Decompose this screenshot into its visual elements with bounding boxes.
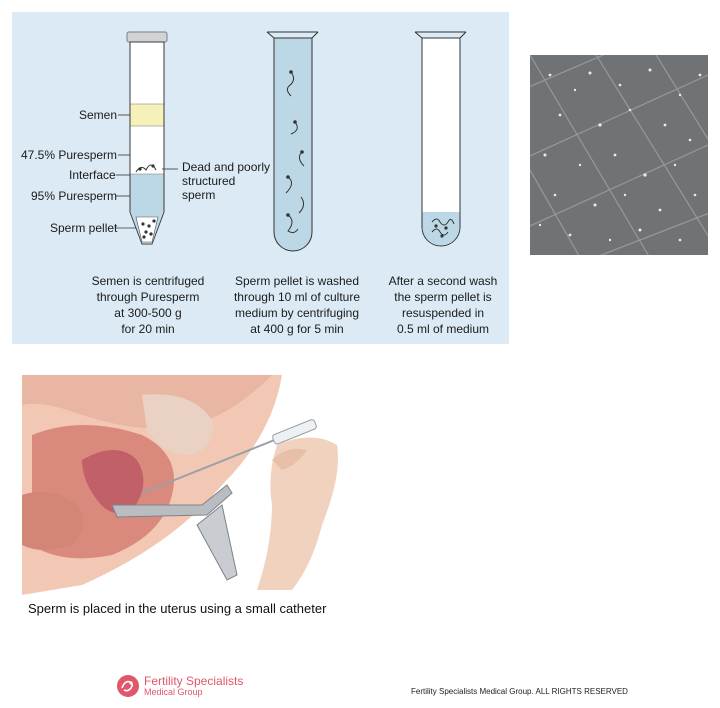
logo-title: Fertility Specialists [144, 674, 244, 688]
logo-subtitle: Medical Group [144, 687, 203, 697]
step-caption-2: Sperm pellet is washed through 10 ml of … [233, 274, 361, 336]
fertility-specialists-logo: Fertility Specialists Medical Group [116, 672, 256, 702]
culture-tube-3 [414, 31, 467, 247]
label-semen: Semen [79, 108, 118, 122]
sperm-wash-diagram: Semen 47.5% Puresperm Interface 95% Pure… [12, 12, 509, 344]
label-puresperm-95: 95% Puresperm [31, 189, 118, 203]
step-caption-3: After a second wash the sperm pellet is … [388, 274, 498, 336]
centrifuge-tube-1 [116, 31, 178, 245]
culture-tube-2 [266, 31, 319, 252]
label-puresperm-47: 47.5% Puresperm [21, 148, 118, 162]
step-caption-1: Semen is centrifuged through Puresperm a… [91, 274, 205, 336]
illustration-caption: Sperm is placed in the uterus using a sm… [28, 601, 327, 616]
label-dead-sperm: Dead and poorly structured sperm [182, 160, 271, 202]
insemination-illustration [22, 375, 352, 595]
copyright-notice: Fertility Specialists Medical Group. ALL… [411, 687, 628, 696]
tubes-drawing [116, 31, 467, 252]
label-interface: Interface [69, 168, 116, 182]
sperm-microscope-image [530, 55, 708, 255]
label-sperm-pellet: Sperm pellet [50, 221, 118, 235]
logo-icon [117, 675, 139, 697]
